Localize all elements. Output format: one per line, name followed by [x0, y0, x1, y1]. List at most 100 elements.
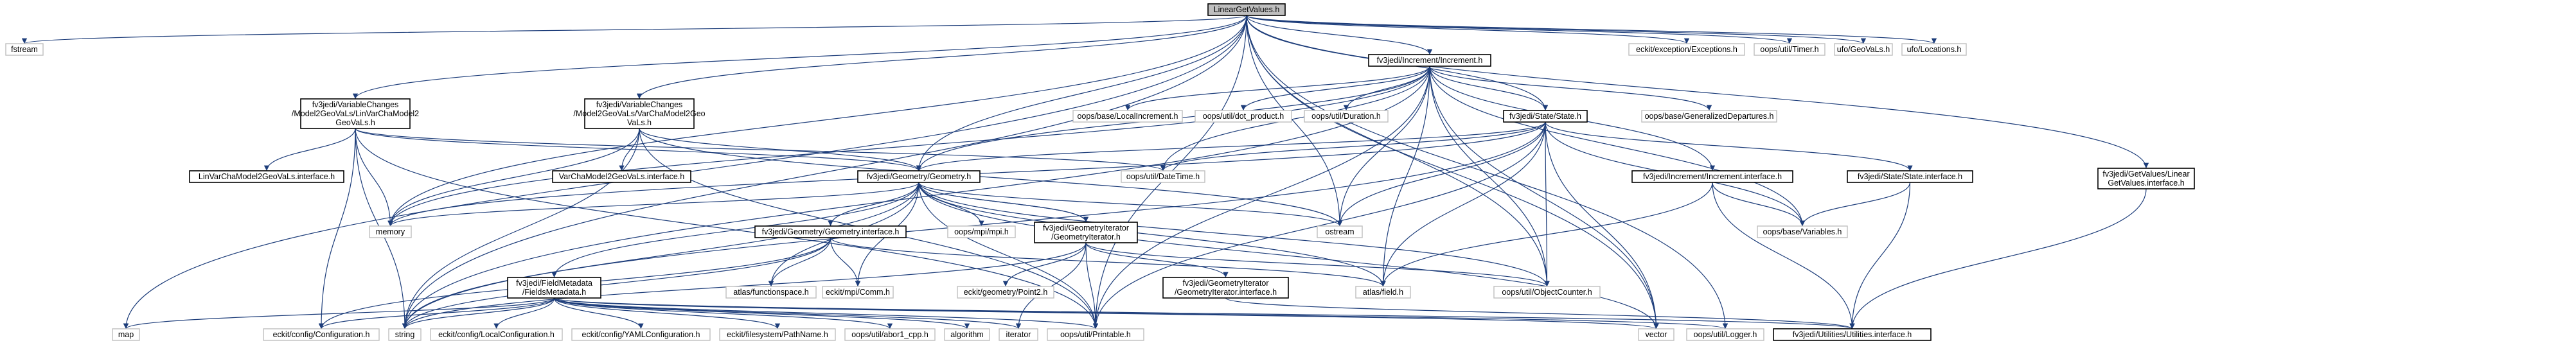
edge-incr-to-dotprod [1240, 66, 1430, 111]
node-box [1628, 43, 1745, 56]
node-fieldmeta[interactable]: fv3jedi/FieldMetadata/FieldsMetadata.h [507, 277, 601, 299]
node-root[interactable]: LinearGetValues.h [1207, 3, 1286, 16]
node-pathname: eckit/filesystem/PathName.h [719, 328, 836, 341]
node-box [1493, 286, 1601, 299]
node-box [1368, 54, 1491, 67]
node-label: oops/util/Timer.h [1760, 45, 1818, 54]
node-label: fv3jedi/Utilities/Utilities.interface.h [1793, 330, 1912, 339]
node-box [857, 170, 981, 183]
node-label: eckit/exception/Exceptions.h [1636, 45, 1737, 54]
node-incr[interactable]: fv3jedi/Increment/Increment.h [1368, 54, 1491, 67]
edge-geoiter-to-objcounter [1085, 242, 1550, 287]
node-ekconfig: eckit/config/Configuration.h [263, 328, 380, 341]
node-geoiteri[interactable]: fv3jedi/GeometryIterator/GeometryIterato… [1162, 277, 1289, 299]
node-label: /Model2GeoVaLs/LinVarChaModel2 [292, 109, 419, 118]
node-box [189, 170, 344, 183]
edge-incr-to-gendep [1429, 66, 1712, 111]
edge-root-to-objcounter [1246, 15, 1550, 287]
edge-geom-to-ostream [918, 182, 1343, 227]
node-label: oops/util/Printable.h [1060, 330, 1131, 339]
edge-vcl2h-to-datetime [355, 128, 1166, 171]
node-box [112, 328, 140, 341]
node-box [1304, 110, 1389, 123]
edge-geom-to-vector [918, 182, 1659, 329]
edge-geom-to-geomi [828, 182, 919, 227]
node-label: fv3jedi/State/State.h [1509, 112, 1581, 121]
node-label: LinearGetValues.h [1214, 5, 1280, 14]
node-funcspace: atlas/functionspace.h [725, 286, 817, 299]
edge-geoiter-to-geoiteri [1085, 242, 1229, 278]
node-vcl2h[interactable]: fv3jedi/VariableChanges/Model2GeoVaLs/Li… [292, 98, 419, 129]
edge-state-to-geom [916, 121, 1546, 171]
node-label: oops/base/Variables.h [1763, 227, 1842, 236]
node-label: fv3jedi/GetValues/Linear [2102, 170, 2189, 179]
node-box [1847, 170, 1973, 183]
edge-incr-to-datetime [1160, 66, 1430, 171]
node-box [844, 328, 936, 341]
node-geoiter[interactable]: fv3jedi/GeometryIterator/GeometryIterato… [1034, 222, 1138, 243]
node-vcli[interactable]: VarChaModel2GeoVaLs.interface.h [552, 170, 691, 183]
node-geom[interactable]: fv3jedi/Geometry/Geometry.h [857, 170, 981, 183]
node-yamlconf: eckit/config/YAMLConfiguration.h [571, 328, 711, 341]
edge-incr-to-localincr [1124, 66, 1430, 111]
node-box [957, 286, 1054, 299]
node-box [754, 225, 907, 238]
node-locs: ufo/Locations.h [1901, 43, 1967, 56]
node-label: VarChaModel2GeoVaLs.interface.h [559, 172, 685, 181]
node-label: oops/util/abor1_cpp.h [851, 330, 928, 339]
node-label: /Model2GeoVaLs/VarChaModel2Geo [573, 109, 705, 118]
node-vc2h[interactable]: fv3jedi/VariableChanges/Model2GeoVaLs/Va… [573, 98, 706, 129]
node-lgvi[interactable]: fv3jedi/GetValues/LinearGetValues.interf… [2097, 168, 2195, 189]
edge-root-to-vcl2h [352, 15, 1247, 100]
node-box [1072, 110, 1183, 123]
node-point2: eckit/geometry/Point2.h [957, 286, 1054, 299]
node-box [584, 98, 695, 129]
node-incri[interactable]: fv3jedi/Increment/Increment.interface.h [1631, 170, 1793, 183]
node-geomi[interactable]: fv3jedi/Geometry/Geometry.interface.h [754, 225, 907, 238]
node-box [1754, 43, 1825, 56]
node-label: memory [376, 227, 405, 236]
edge-root-to-timer [1246, 15, 1792, 44]
edge-incr-to-ostream [1337, 66, 1430, 227]
edge-fieldmeta-to-printable [553, 297, 1098, 329]
node-box [300, 98, 411, 129]
node-datetime: oops/util/DateTime.h [1121, 170, 1205, 183]
node-label: fv3jedi/Geometry/Geometry.h [867, 172, 971, 181]
edge-incri-to-utilsi [1712, 182, 1855, 329]
node-dotprod: oops/util/dot_product.h [1195, 110, 1292, 123]
node-algorithm: algorithm [944, 328, 990, 341]
edge-state-to-printable [1092, 121, 1546, 329]
node-label: oops/mpi/mpi.h [954, 227, 1009, 236]
node-label: ostream [1325, 227, 1354, 236]
node-label: fv3jedi/GeometryIterator [1043, 223, 1129, 232]
node-gendep: oops/base/GeneralizedDepartures.h [1641, 110, 1777, 123]
node-utilsi[interactable]: fv3jedi/Utilities/Utilities.interface.h [1773, 328, 1932, 341]
node-printable: oops/util/Printable.h [1047, 328, 1144, 341]
node-label: oops/util/DateTime.h [1126, 172, 1200, 181]
node-label: eckit/config/Configuration.h [273, 330, 370, 339]
node-atlasfield: atlas/field.h [1355, 286, 1411, 299]
node-label: algorithm [950, 330, 983, 339]
edge-incr-to-state [1429, 66, 1549, 111]
node-label: /GeometryIterator.h [1051, 232, 1121, 241]
edge-root-to-logger [1246, 15, 1728, 329]
edge-geom-to-objcounter [918, 182, 1550, 287]
node-label: fv3jedi/VariableChanges [596, 100, 683, 109]
node-label: eckit/mpi/Comm.h [826, 288, 890, 297]
node-label: string [395, 330, 415, 339]
edge-state-to-ostream [1337, 121, 1546, 227]
node-box [1162, 277, 1289, 299]
node-label: /FieldsMetadata.h [522, 288, 586, 297]
node-statei[interactable]: fv3jedi/State/State.interface.h [1847, 170, 1973, 183]
node-state[interactable]: fv3jedi/State/State.h [1503, 110, 1588, 123]
node-box [1503, 110, 1588, 123]
node-box [1355, 286, 1411, 299]
edge-root-to-vc2h [636, 15, 1247, 100]
node-label: atlas/functionspace.h [733, 288, 808, 297]
node-box [507, 277, 601, 299]
node-lvcli[interactable]: LinVarChaModel2GeoVaLs.interface.h [189, 170, 344, 183]
node-box [388, 328, 422, 341]
node-box [999, 328, 1038, 341]
edge-fieldmeta-to-string [402, 297, 555, 329]
